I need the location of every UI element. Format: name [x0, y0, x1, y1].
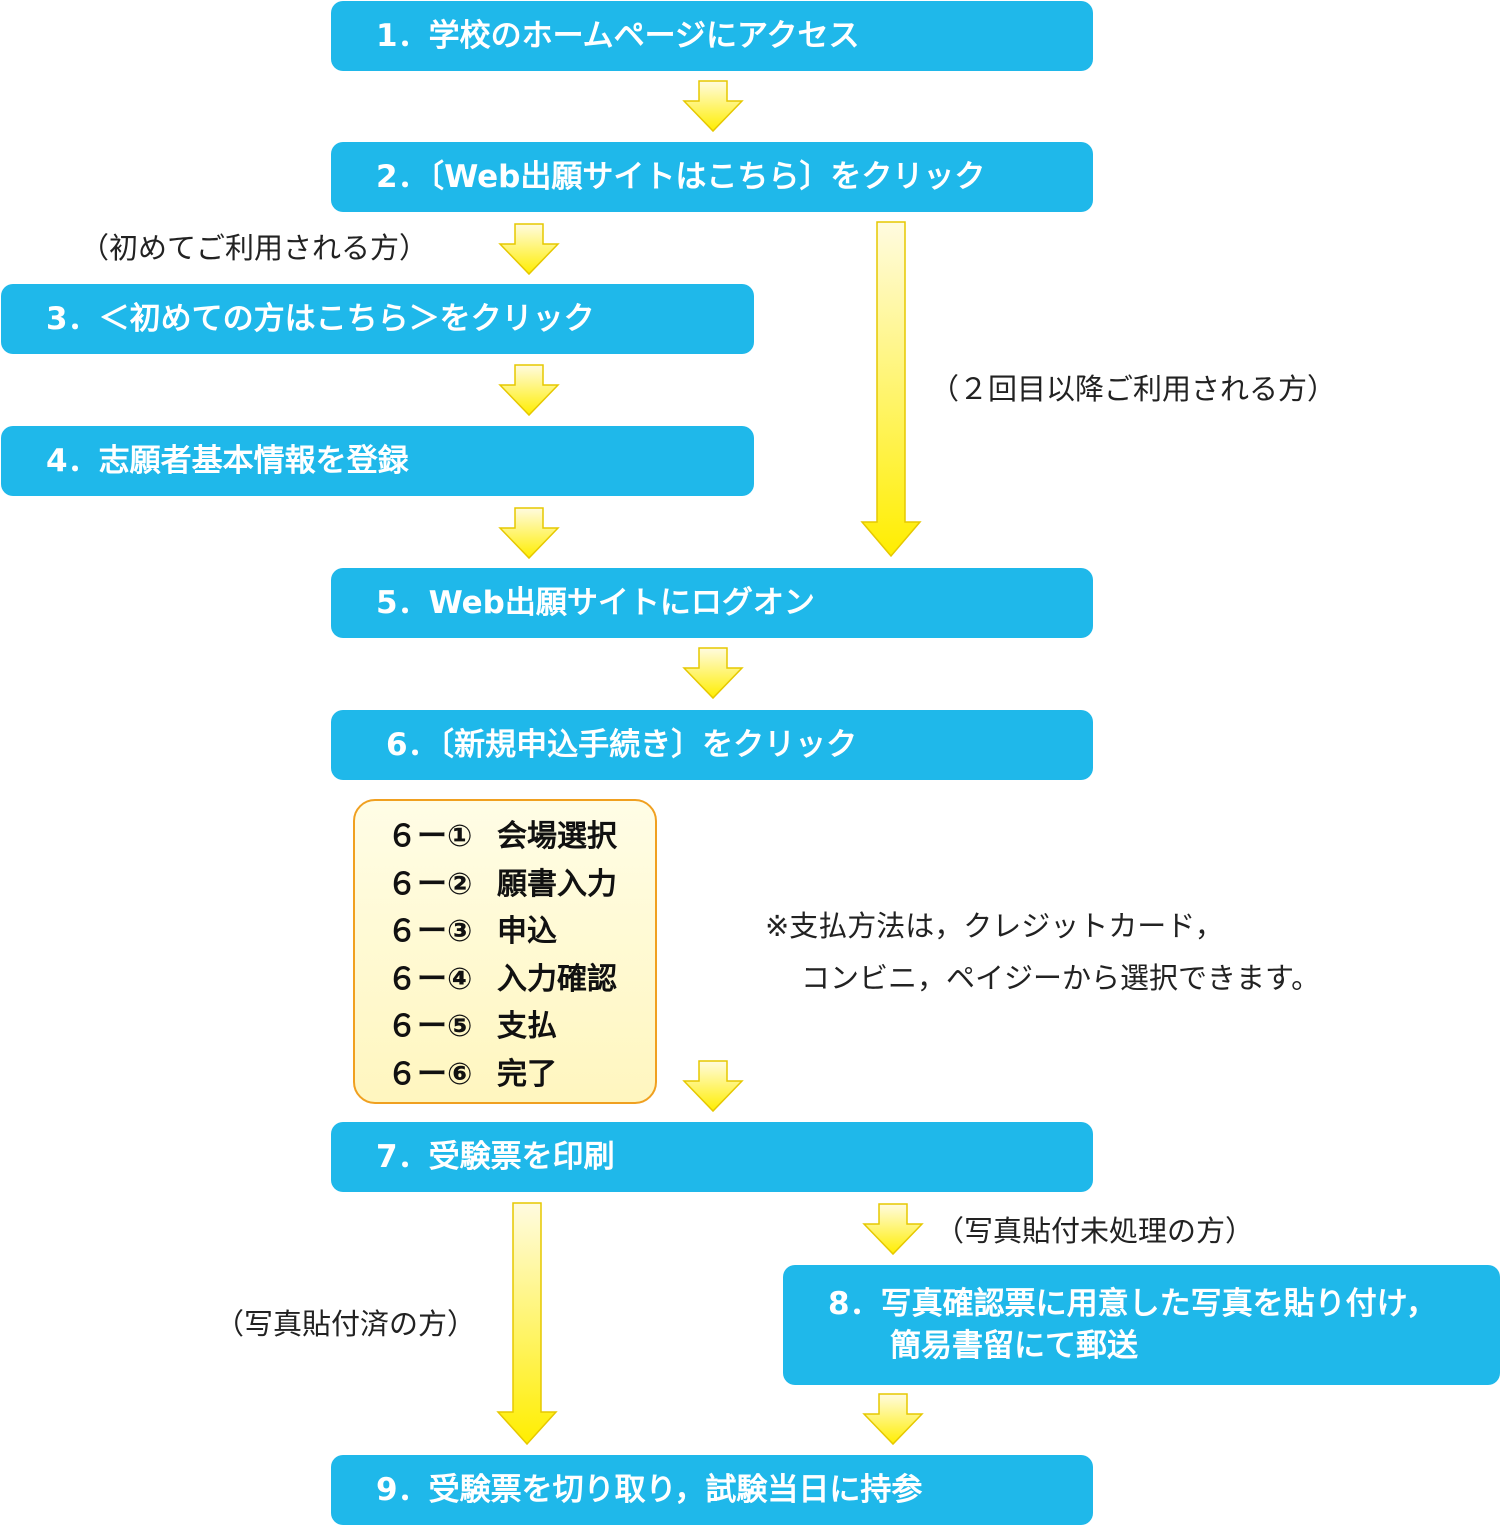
arrow-down-icon [498, 364, 560, 417]
step-7-box: 7．受験票を印刷 [331, 1122, 1093, 1192]
substep-num: ６ー⑥ [387, 1056, 473, 1092]
substep-item: ６ー④ 入力確認 [387, 956, 655, 1004]
step-1-box: 1．学校のホームページにアクセス [331, 1, 1093, 71]
step-1-label: 1．学校のホームページにアクセス [376, 18, 860, 54]
arrow-down-icon [498, 223, 560, 276]
note-first-time: （初めてご利用される方） [80, 231, 429, 265]
substep-num: ６ー④ [387, 961, 473, 997]
step-3-label: 3．＜初めての方はこちら＞をクリック [46, 301, 595, 337]
substep-num: ６ー① [387, 819, 473, 854]
step-6-label: 6．〔新規申込手続き〕をクリック [386, 727, 858, 763]
step-4-box: 4．志願者基本情報を登録 [1, 426, 754, 496]
arrow-down-icon [862, 1393, 924, 1446]
step-7-label: 7．受験票を印刷 [376, 1139, 615, 1175]
step-9-box: 9．受験票を切り取り，試験当日に持参 [331, 1455, 1093, 1525]
step-5-box: 5．Web出願サイトにログオン [331, 568, 1093, 638]
step-3-box: 3．＜初めての方はこちら＞をクリック [1, 284, 754, 354]
step-9-label: 9．受験票を切り取り，試験当日に持参 [376, 1472, 923, 1508]
substep-num: ６ー③ [387, 914, 473, 949]
substep-item: ６ー⑤ 支払 [387, 1003, 655, 1051]
note-photo-not-attached: （写真貼付未処理の方） [935, 1214, 1255, 1248]
substep-label: 入力確認 [497, 961, 617, 997]
step-8-label-line2: 簡易書留にて郵送 [890, 1328, 1138, 1364]
step-8-label: 8．写真確認票に用意した写真を貼り付け， [828, 1286, 1438, 1322]
substep-label: 完了 [497, 1056, 557, 1092]
substep-label: 願書入力 [497, 866, 617, 902]
note-payment-line2: コンビニ，ペイジーから選択できます。 [801, 961, 1321, 995]
step-5-label: 5．Web出願サイトにログオン [376, 585, 815, 621]
substep-item: ６ー⑥ 完了 [387, 1051, 655, 1099]
arrow-down-icon [862, 1203, 924, 1256]
long-arrow-down-icon [496, 1202, 558, 1446]
arrow-down-icon [682, 1060, 744, 1113]
step-4-label: 4．志願者基本情報を登録 [46, 443, 409, 479]
substep-label: 申込 [497, 914, 557, 949]
substep-label: 支払 [497, 1009, 557, 1044]
step-6-box: 6．〔新規申込手続き〕をクリック [331, 710, 1093, 780]
substep-num: ６ー② [387, 866, 473, 902]
substep-label: 会場選択 [497, 819, 617, 854]
arrow-down-icon [498, 507, 560, 560]
substep-item: ６ー③ 申込 [387, 908, 655, 956]
note-photo-attached: （写真貼付済の方） [215, 1307, 477, 1341]
note-second-time: （２回目以降ご利用される方） [930, 372, 1337, 406]
note-payment-line1: ※支払方法は，クレジットカード， [765, 909, 1224, 943]
step-2-box: 2．〔Web出願サイトはこちら〕をクリック [331, 142, 1093, 212]
arrow-down-icon [682, 647, 744, 700]
substep-item: ６ー② 願書入力 [387, 861, 655, 909]
step-8-box: 8．写真確認票に用意した写真を貼り付け， 簡易書留にて郵送 [783, 1265, 1500, 1385]
step-2-label: 2．〔Web出願サイトはこちら〕をクリック [376, 159, 986, 195]
substep-num: ６ー⑤ [387, 1009, 473, 1044]
substep-item: ６ー① 会場選択 [387, 813, 655, 861]
substep-box: ６ー① 会場選択 ６ー② 願書入力 ６ー③ 申込 ６ー④ 入力確認 ６ー⑤ 支払 ６ー⑥ 完… [353, 799, 657, 1104]
arrow-down-icon [682, 80, 744, 133]
long-arrow-down-icon [860, 221, 922, 558]
